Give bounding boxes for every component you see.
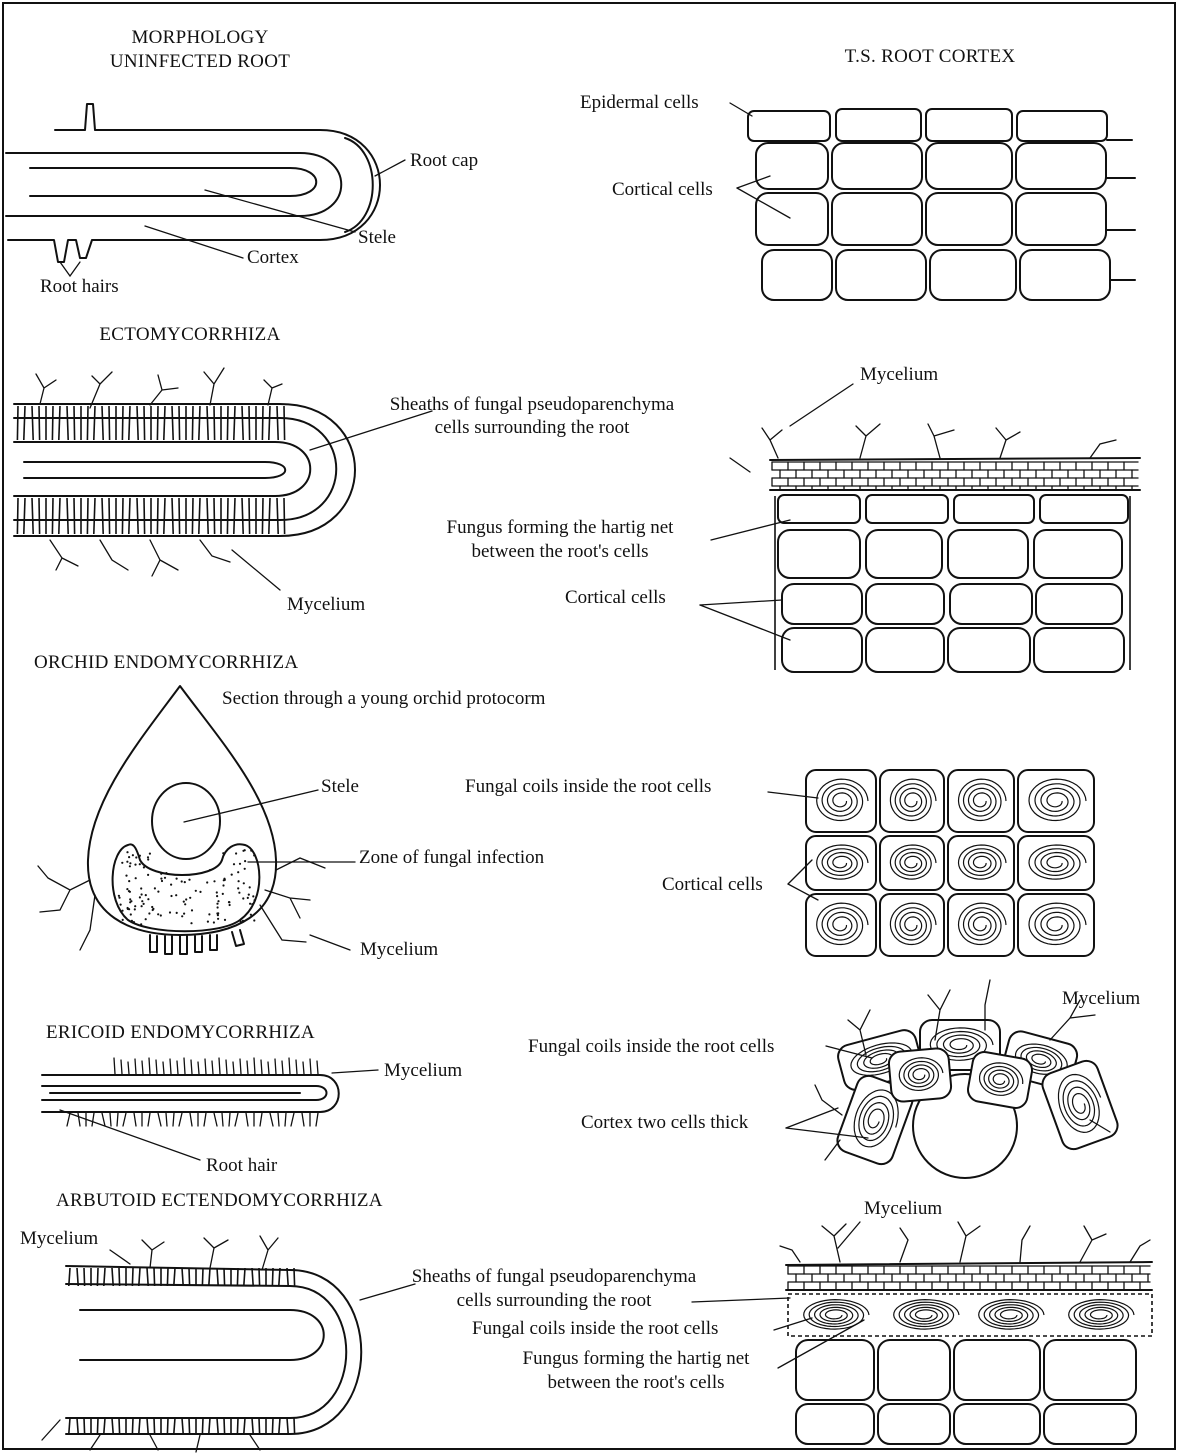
label-orchid-cortical-cells: Cortical cells	[662, 874, 763, 895]
arbutoid-ts-drawing	[692, 1222, 1152, 1444]
label-sheath-line2-ecto: cells surrounding the root	[435, 417, 630, 438]
heading-orchid: ORCHID ENDOMYCORRHIZA	[34, 652, 298, 673]
label-mycelium-ecto-left: Mycelium	[287, 594, 365, 615]
label-arbutoid-mycelium-right: Mycelium	[864, 1198, 942, 1219]
heading-morphology: MORPHOLOGY	[131, 27, 268, 48]
ericoid-root-drawing	[42, 1058, 378, 1160]
orchid-ts-drawing	[768, 770, 1094, 956]
label-mycelium-ecto-right: Mycelium	[860, 364, 938, 385]
label-ericoid-mycelium: Mycelium	[384, 1060, 462, 1081]
label-stele: Stele	[358, 227, 396, 248]
heading-ectomycorrhiza: ECTOMYCORRHIZA	[99, 324, 280, 345]
label-root-hairs: Root hairs	[40, 276, 119, 297]
label-arbutoid-hartig-line1: Fungus forming the hartig net	[523, 1348, 751, 1369]
uninfected-root-drawing	[6, 104, 405, 276]
orchid-protocorm-drawing	[38, 686, 355, 954]
label-arbutoid-hartig-line2: between the root's cells	[547, 1372, 724, 1393]
ecto-ts-drawing	[700, 384, 1140, 672]
heading-ts-root-cortex: T.S. ROOT CORTEX	[845, 46, 1016, 67]
heading-ericoid: ERICOID ENDOMYCORRHIZA	[46, 1022, 315, 1043]
label-arbutoid-mycelium-left: Mycelium	[20, 1228, 98, 1249]
label-cortical-cells-ecto: Cortical cells	[565, 587, 666, 608]
label-root-cap: Root cap	[410, 150, 478, 171]
arbutoid-root-drawing	[42, 1236, 415, 1452]
ectomycorrhiza-root-drawing	[14, 368, 432, 590]
label-ericoid-mycelium-right: Mycelium	[1062, 988, 1140, 1009]
label-arbutoid-sheath-line2: cells surrounding the root	[457, 1290, 652, 1311]
label-sheath-line1-ecto: Sheaths of fungal pseudoparenchyma	[390, 394, 675, 415]
label-epidermal-cells: Epidermal cells	[580, 92, 699, 113]
label-orchid-mycelium: Mycelium	[360, 939, 438, 960]
ts-root-cortex-drawing	[730, 103, 1135, 300]
heading-arbutoid: ARBUTOID ECTENDOMYCORRHIZA	[56, 1190, 383, 1211]
label-cortical-cells-1: Cortical cells	[612, 179, 713, 200]
label-orchid-zone: Zone of fungal infection	[359, 847, 545, 868]
label-orchid-section: Section through a young orchid protocorm	[222, 688, 546, 709]
label-orchid-coils: Fungal coils inside the root cells	[465, 776, 711, 797]
label-ericoid-root-hair: Root hair	[206, 1155, 278, 1176]
heading-uninfected-root: UNINFECTED ROOT	[110, 51, 290, 72]
label-orchid-stele: Stele	[321, 776, 359, 797]
label-hartig-line2-ecto: between the root's cells	[471, 541, 648, 562]
label-ericoid-coils: Fungal coils inside the root cells	[528, 1036, 774, 1057]
label-ericoid-cortex: Cortex two cells thick	[581, 1112, 749, 1133]
label-hartig-line1-ecto: Fungus forming the hartig net	[447, 517, 675, 538]
label-arbutoid-coils: Fungal coils inside the root cells	[472, 1318, 718, 1339]
label-cortex: Cortex	[247, 247, 299, 268]
label-arbutoid-sheath-line1: Sheaths of fungal pseudoparenchyma	[412, 1266, 697, 1287]
ericoid-ts-drawing	[786, 980, 1121, 1178]
